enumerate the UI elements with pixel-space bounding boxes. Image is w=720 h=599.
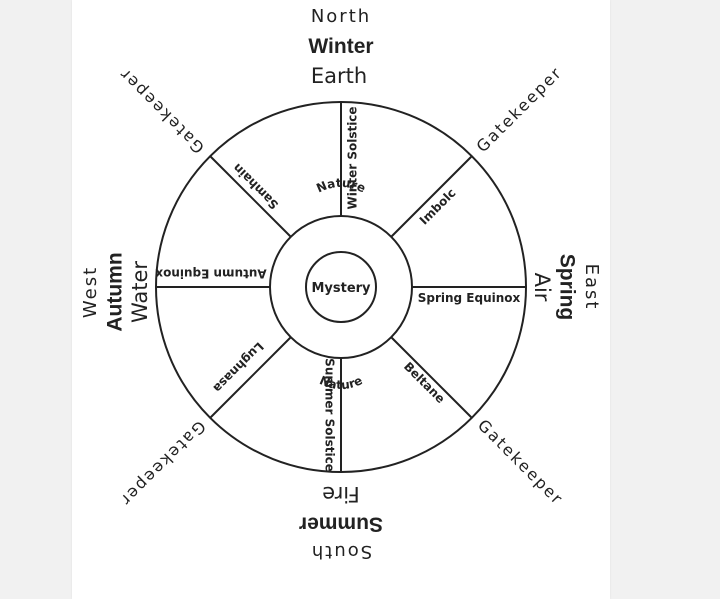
spoke-northwest bbox=[209, 155, 292, 238]
west-season-label: Autumn bbox=[104, 252, 127, 331]
west-direction-label: West bbox=[80, 266, 101, 318]
sabbat-spring-equinox: Spring Equinox bbox=[418, 291, 521, 305]
center-mystery-label: Mystery bbox=[311, 281, 371, 296]
sabbat-imbolc: Imbolc bbox=[417, 186, 459, 228]
paper-sheet bbox=[72, 0, 610, 599]
north-season-label: Winter bbox=[308, 35, 373, 58]
nature-label-bottom: Nature bbox=[317, 373, 364, 392]
east-season-label: Spring bbox=[555, 254, 578, 321]
sabbat-samhain: Samhain bbox=[230, 161, 281, 212]
east-direction-label: East bbox=[581, 264, 602, 311]
east-element-label: Air bbox=[530, 273, 554, 302]
gatekeeper-southeast-label: Gatekeeper bbox=[474, 416, 568, 510]
sabbat-summer-solstice: Summer Solstice bbox=[323, 358, 337, 472]
nature-label-top-path: Nature bbox=[314, 176, 368, 196]
spoke-southwest bbox=[209, 336, 292, 419]
west-element-label: Water bbox=[128, 261, 152, 323]
gatekeeper-northwest-label: Gatekeeper bbox=[115, 64, 209, 158]
gatekeeper-southwest-label: Gatekeeper bbox=[116, 417, 210, 511]
spoke-northeast bbox=[390, 155, 473, 238]
south-season-label: Summer bbox=[299, 512, 383, 535]
center-ring bbox=[305, 251, 377, 323]
nature-label-top: Nature bbox=[314, 176, 368, 196]
spoke-southeast bbox=[390, 336, 473, 419]
south-element-label: Fire bbox=[322, 482, 359, 506]
nature-label-bottom-path: Nature bbox=[317, 373, 364, 392]
sabbat-beltane: Beltane bbox=[401, 359, 448, 406]
sabbat-autumn-equinox: Autumn Equinox bbox=[155, 267, 267, 281]
north-direction-label: North bbox=[311, 6, 371, 27]
south-direction-label: South bbox=[310, 541, 372, 562]
gatekeeper-northeast-label: Gatekeeper bbox=[473, 63, 567, 157]
sabbat-lughnasa: Lughnasa bbox=[210, 339, 266, 395]
north-element-label: Earth bbox=[311, 64, 367, 88]
sabbat-winter-solstice: Winter Solstice bbox=[346, 106, 360, 209]
